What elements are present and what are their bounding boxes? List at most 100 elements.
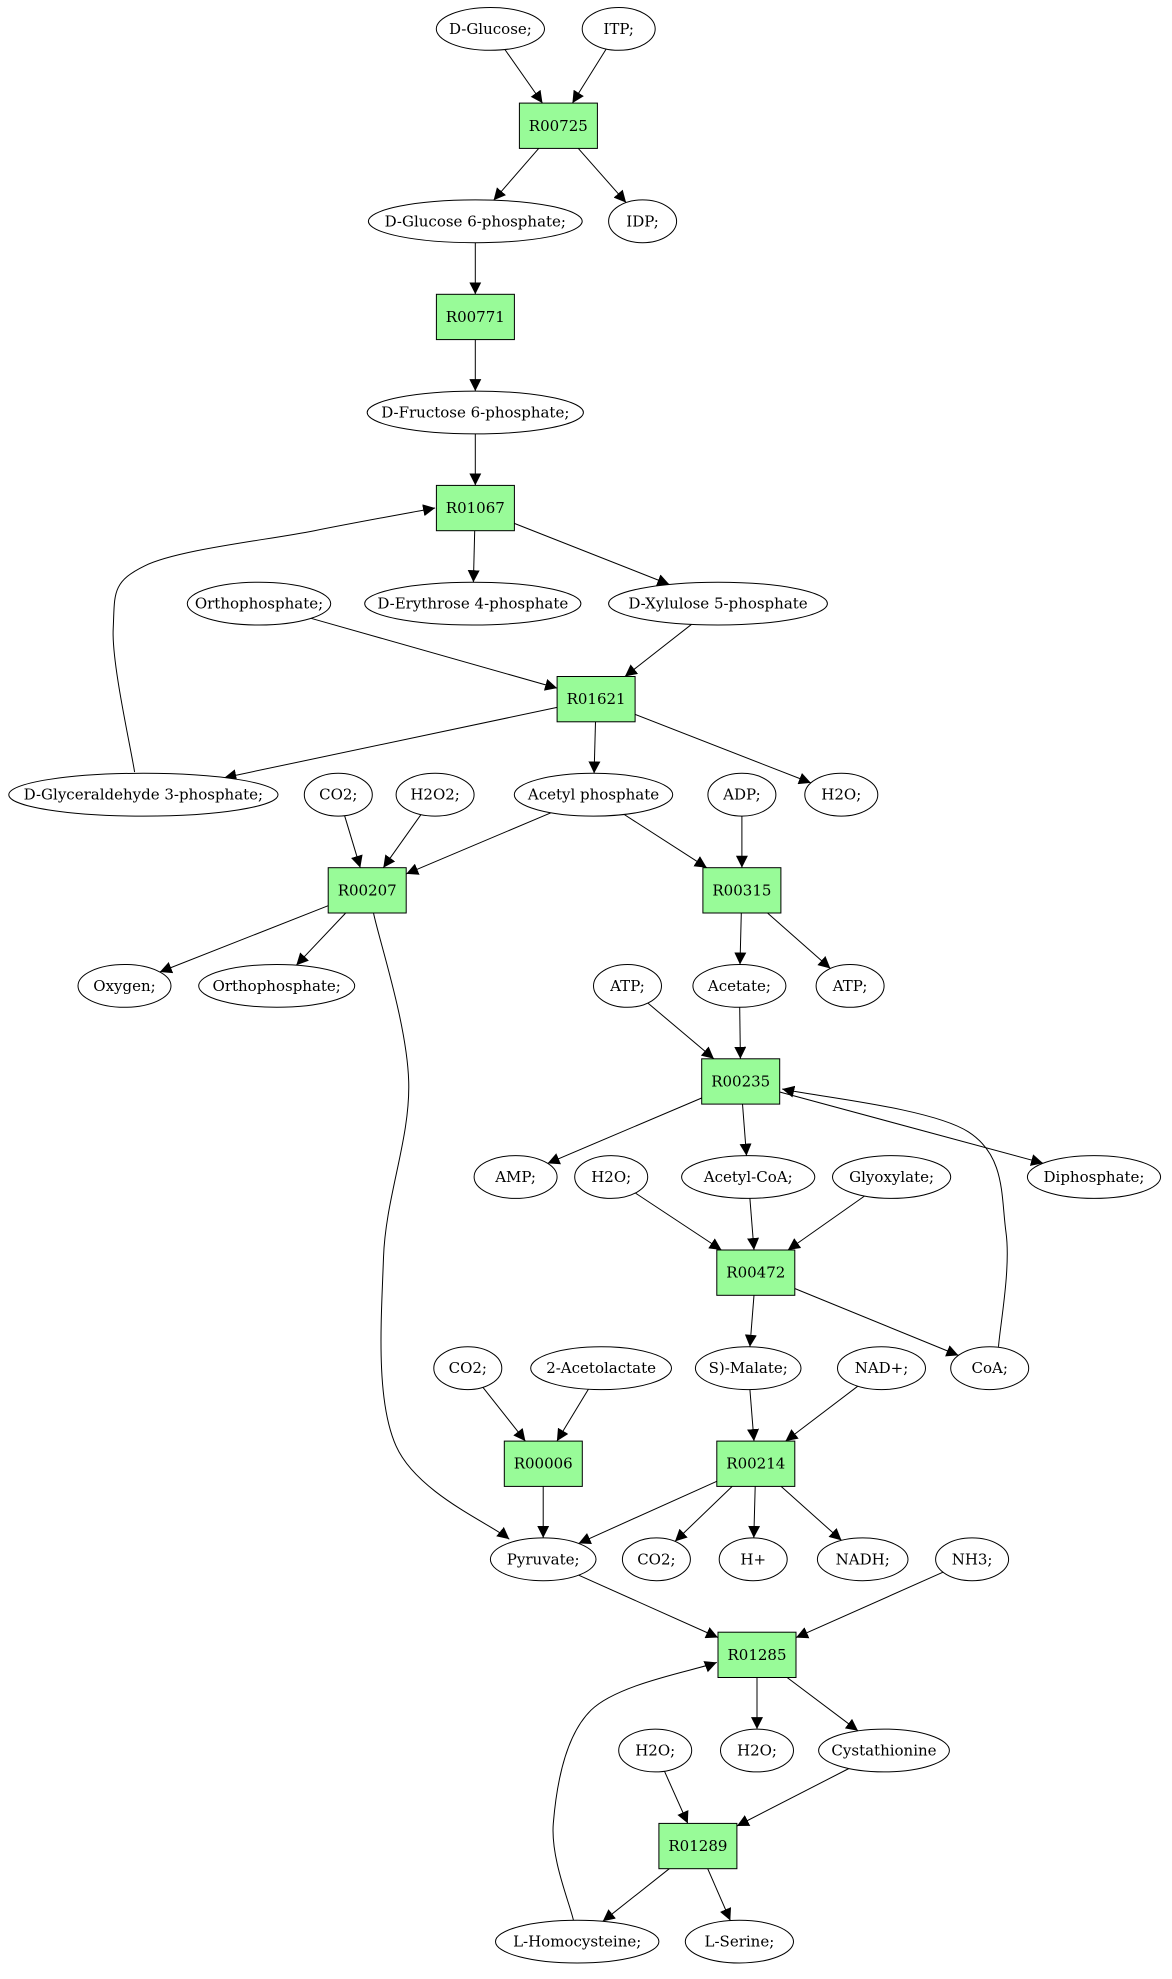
edge-m_acetate-to-r00235 — [734, 1007, 747, 1059]
edge-m_x5p-to-r01621 — [624, 623, 692, 677]
edge-m_nadplus-to-r00214 — [785, 1385, 859, 1442]
node-label: D-Fructose 6-phosphate; — [381, 404, 569, 422]
metabolite-node-pyruvate: Pyruvate; — [489, 1537, 597, 1582]
reaction-box — [717, 1631, 797, 1678]
metabolite-ellipse — [707, 772, 777, 817]
node-label: CoA; — [971, 1359, 1007, 1377]
node-label: Glyoxylate; — [849, 1168, 934, 1186]
metabolite-ellipse — [489, 1537, 597, 1582]
metabolite-ellipse — [815, 964, 885, 1008]
metabolite-node-d-glyceraldehyde-3-phosphate: D-Glyceraldehyde 3-phosphate; — [8, 772, 279, 817]
node-label: Acetate; — [707, 977, 771, 995]
edge-r00214-to-m_hplus — [748, 1486, 761, 1538]
reaction-box — [435, 484, 515, 532]
edge-r00235-to-m_diphosphate — [779, 1091, 1044, 1166]
metabolite-ellipse — [608, 581, 828, 626]
metabolite-ellipse — [935, 1537, 1010, 1582]
edge-m_glyoxylate-to-r00472 — [787, 1195, 865, 1251]
metabolite-ellipse — [608, 199, 678, 244]
node-label: D-Glyceraldehyde 3-phosphate; — [24, 786, 263, 804]
node-label: R00207 — [338, 881, 397, 899]
edge-r00235-to-m_acetylcoa — [739, 1104, 752, 1156]
reaction-box — [518, 102, 598, 149]
edge-r00315-to-m_atp2 — [767, 912, 831, 969]
edge-m_co2_1-to-r00207 — [344, 815, 363, 868]
metabolite-node-coa: CoA; — [950, 1346, 1030, 1391]
edge-m_atp1-to-r00235 — [647, 1002, 715, 1060]
node-label: H2O; — [591, 1168, 631, 1186]
metabolite-node-2-acetolactate: 2-Acetolactate — [530, 1346, 672, 1391]
metabolite-ellipse — [395, 772, 475, 817]
metabolite-node-diphosphate: Diphosphate; — [1026, 1155, 1162, 1199]
reaction-node-r00771: R00771 — [435, 293, 515, 341]
edge-m_g3p-to-r01067 — [112, 504, 436, 773]
node-label: Orthophosphate; — [213, 977, 341, 995]
node-label: Diphosphate; — [1044, 1168, 1145, 1186]
edge-r01621-to-m_g3p — [224, 706, 558, 782]
edge-m_pyruvate-to-r01285 — [578, 1574, 719, 1639]
metabolite-node-orthophosphate: Orthophosphate; — [186, 581, 332, 626]
reaction-node-r00472: R00472 — [716, 1249, 796, 1296]
metabolite-ellipse — [950, 1346, 1030, 1391]
metabolite-node-acetyl-phosphate: Acetyl phosphate — [513, 772, 674, 817]
metabolite-node-atp: ATP; — [593, 964, 662, 1008]
metabolite-ellipse — [1026, 1155, 1162, 1199]
metabolite-node-h: H+ — [718, 1537, 788, 1582]
reaction-node-r01067: R01067 — [435, 484, 515, 532]
metabolite-ellipse — [8, 772, 279, 817]
edge-r00472-to-m_malate — [744, 1295, 757, 1347]
metabolite-ellipse — [473, 1155, 558, 1199]
reaction-node-r00207: R00207 — [327, 867, 407, 914]
metabolite-node-amp: AMP; — [473, 1155, 558, 1199]
metabolite-node-d-glucose: D-Glucose; — [435, 7, 545, 51]
metabolite-node-d-glucose-6-phosphate: D-Glucose 6-phosphate; — [367, 199, 583, 244]
edge-m_acetylp-to-r00315 — [623, 814, 708, 869]
node-label: Cystathionine — [831, 1742, 936, 1760]
metabolite-ellipse — [186, 581, 332, 626]
metabolite-node-nad: NAD+; — [837, 1346, 926, 1391]
node-label: R01285 — [727, 1646, 786, 1664]
metabolite-node-d-erythrose-4-phosphate: D-Erythrose 4-phosphate — [364, 581, 582, 626]
metabolite-node-glyoxylate: Glyoxylate; — [832, 1155, 952, 1199]
node-label: R00315 — [712, 881, 771, 899]
node-label: H2O; — [737, 1742, 777, 1760]
edge-r01289-to-m_serine — [707, 1868, 732, 1921]
reaction-node-r00315: R00315 — [702, 867, 782, 914]
edge-m_acetylcoa-to-r00472 — [747, 1198, 760, 1251]
metabolite-node-co2: CO2; — [303, 772, 373, 817]
metabolite-ellipse — [593, 964, 662, 1008]
metabolite-node-idp: IDP; — [608, 199, 678, 244]
node-label: R01289 — [668, 1837, 727, 1855]
reaction-box — [503, 1440, 583, 1487]
reaction-box — [702, 867, 782, 914]
metabolite-ellipse — [694, 1346, 802, 1391]
edge-m_acetolactate-to-r00006 — [556, 1388, 589, 1442]
metabolite-node-h2o: H2O; — [574, 1155, 649, 1199]
edge-r00214-to-m_co2_3 — [674, 1486, 733, 1542]
node-label: Acetyl phosphate — [527, 786, 659, 804]
node-label: ATP; — [832, 977, 868, 995]
node-label: R01621 — [567, 690, 626, 708]
node-label: H2O; — [821, 786, 861, 804]
metabolite-ellipse — [720, 1728, 794, 1773]
node-label: ITP; — [603, 20, 634, 38]
metabolite-ellipse — [804, 772, 879, 817]
node-label: NAD+; — [855, 1359, 909, 1377]
node-label: L-Homocysteine; — [513, 1933, 641, 1951]
edge-m_glucose-to-r00725 — [504, 49, 543, 104]
edge-m_malate-to-r00214 — [747, 1389, 760, 1442]
edge-r00725-to-m_idp — [577, 148, 627, 203]
metabolite-node-h2o: H2O; — [720, 1728, 794, 1773]
metabolite-node-co2: CO2; — [621, 1537, 691, 1582]
metabolite-node-oxygen: Oxygen; — [77, 964, 172, 1008]
node-label: H+ — [740, 1550, 766, 1568]
reaction-node-r00235: R00235 — [701, 1058, 781, 1105]
node-label: Orthophosphate; — [195, 595, 323, 613]
node-label: ADP; — [722, 786, 760, 804]
edge-m_homocysteine-to-r01285 — [552, 1661, 717, 1921]
node-label: D-Glucose 6-phosphate; — [385, 212, 566, 230]
metabolite-ellipse — [433, 1346, 503, 1391]
metabolite-ellipse — [367, 199, 583, 244]
edge-r00214-to-m_nadh — [780, 1486, 842, 1541]
metabolite-ellipse — [574, 1155, 649, 1199]
